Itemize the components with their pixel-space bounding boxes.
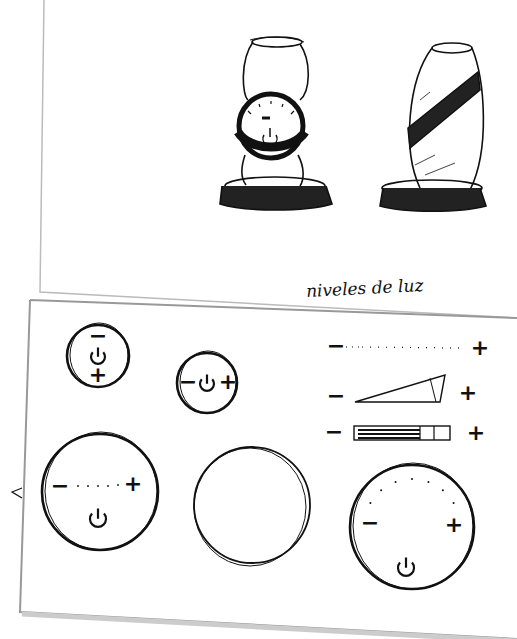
power-icon — [91, 348, 105, 364]
plus-sign: + — [219, 371, 237, 393]
dotted-slider — [346, 347, 462, 348]
plus-sign: + — [89, 364, 107, 386]
minus-sign: − — [327, 385, 345, 407]
minus-sign: − — [179, 371, 197, 393]
dial-tick — [427, 481, 429, 483]
handwritten-note: niveles de luz — [306, 275, 424, 301]
dial-tick — [453, 502, 455, 504]
dial-dot — [117, 484, 119, 486]
dial-dot — [97, 485, 99, 487]
plus-sign: + — [124, 473, 142, 495]
minus-sign: − — [325, 421, 343, 443]
wedge-slider — [355, 375, 445, 402]
paper-shadow — [22, 614, 517, 639]
plus-sign: + — [459, 382, 477, 404]
dial-tick — [380, 489, 382, 491]
plus-sign: + — [471, 337, 489, 359]
control-dial: −+ — [173, 349, 241, 417]
minus-sign: − — [51, 475, 69, 497]
control-dial: −+ — [38, 430, 162, 554]
dial-dot — [77, 485, 79, 487]
dial-tick — [395, 481, 397, 483]
dial-dot — [87, 485, 89, 487]
minus-sign: − — [361, 512, 379, 534]
empty-dial — [194, 447, 310, 566]
plus-sign: + — [467, 422, 485, 444]
dial-tick — [411, 478, 413, 480]
lamp-sketch-front — [220, 37, 332, 210]
dial-tick — [442, 489, 444, 491]
power-icon — [398, 557, 414, 575]
paper-sheet — [40, 0, 517, 318]
minus-sign: − — [327, 335, 345, 357]
control-dial: −+ — [63, 321, 133, 391]
dial-ring-sketch — [70, 323, 128, 387]
dial-tick — [369, 502, 371, 504]
plus-sign: + — [445, 514, 463, 536]
paper-sheet — [20, 300, 517, 639]
stray-mark — [12, 488, 22, 498]
control-dial: −+ — [346, 461, 478, 593]
minus-sign: − — [89, 325, 107, 347]
dial-ring-sketch — [45, 432, 157, 550]
lamp-sketch-side — [380, 43, 486, 211]
dial-ring-sketch — [353, 463, 473, 589]
bar-slider — [354, 426, 450, 440]
power-icon — [200, 375, 214, 391]
dial-dot — [107, 485, 109, 487]
power-icon — [90, 508, 106, 526]
